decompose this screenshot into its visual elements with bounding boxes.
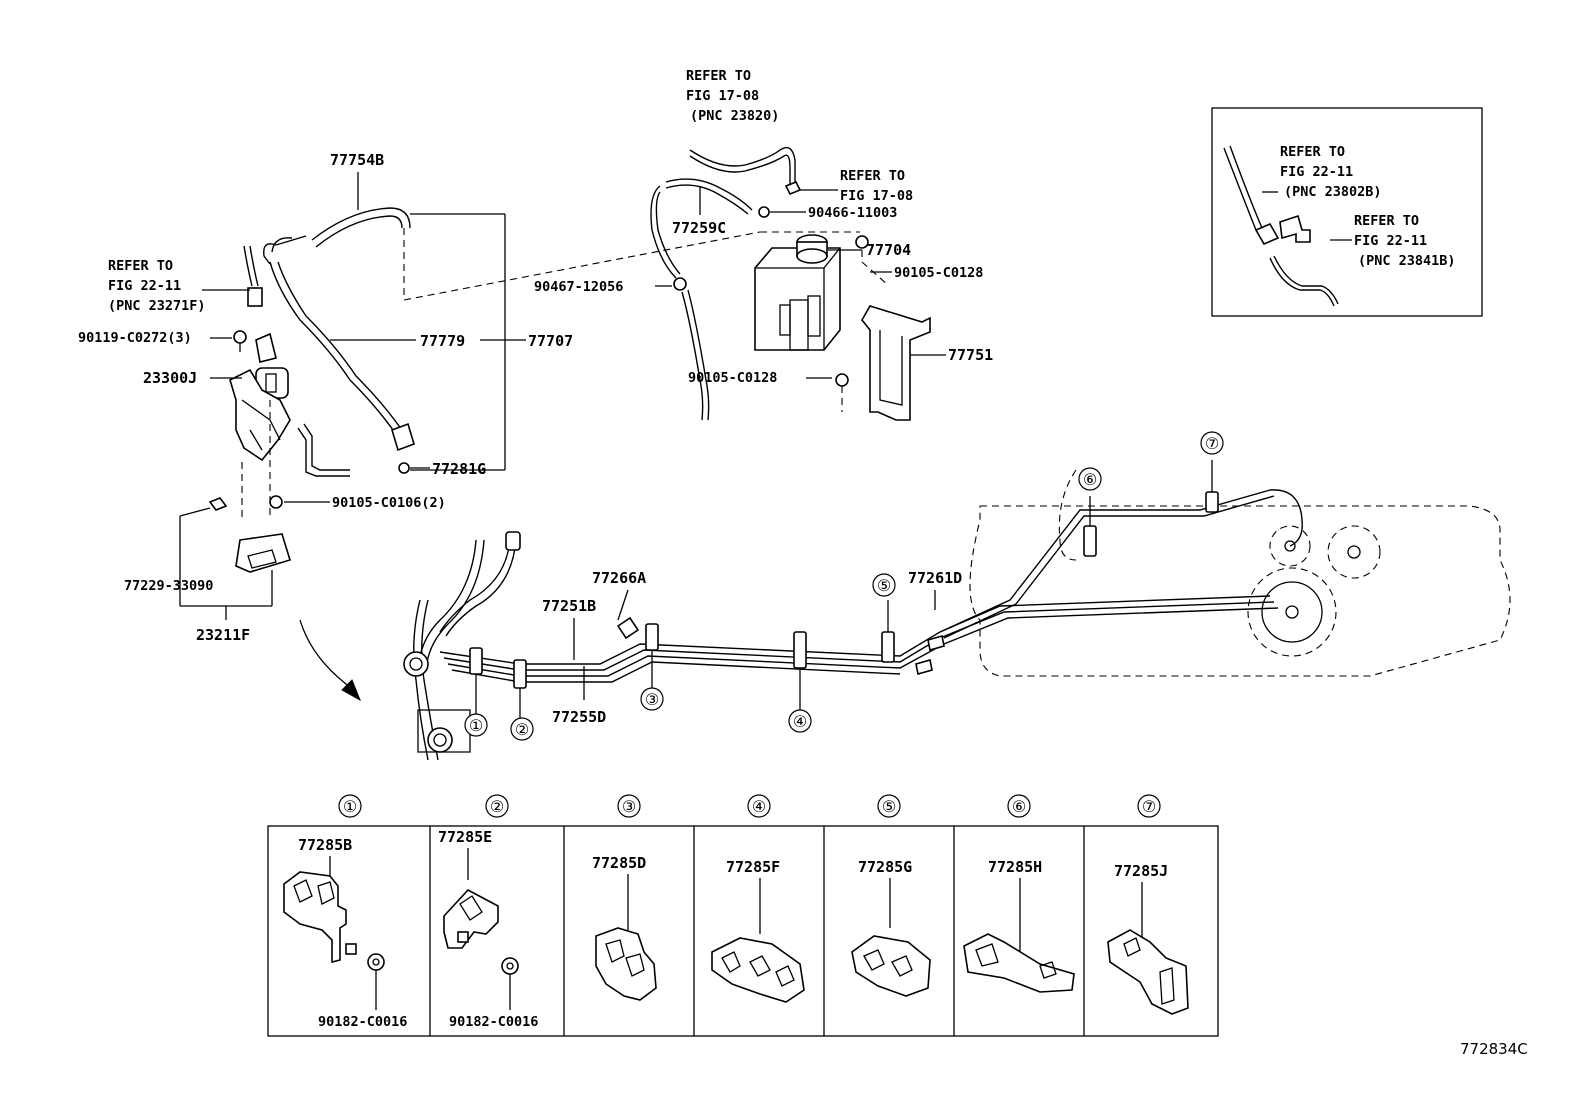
- clamp-header-7: ⑦: [1137, 794, 1161, 818]
- pump-group: 77754B 77779 77707 77281G REFER TO FIG 2…: [78, 151, 573, 702]
- refer-inset-line1: REFER TO: [1280, 144, 1345, 160]
- clamp-nut-2: 90182-C0016: [449, 1014, 538, 1030]
- clamp-part-3: 77285D: [592, 854, 646, 872]
- clamp-header-6: ⑥: [1007, 794, 1031, 818]
- refer3-line2: FIG 22-11: [108, 278, 181, 294]
- svg-text:⑥: ⑥: [1012, 797, 1026, 816]
- refer-inset2-line3: (PNC 23841B): [1358, 253, 1456, 269]
- label-77779: 77779: [420, 332, 465, 350]
- label-90119-C0272: 90119-C0272(3): [78, 330, 192, 346]
- svg-text:⑤: ⑤: [877, 576, 891, 595]
- label-77261D: 77261D: [908, 569, 962, 587]
- callout-1: ①: [464, 713, 488, 737]
- label-77251B: 77251B: [542, 597, 596, 615]
- clamp-table: ① ② ③ ④ ⑤ ⑥ ⑦ 77285B 77285E 77285D 77285…: [267, 794, 1219, 1037]
- label-77259C: 77259C: [672, 219, 726, 237]
- refer2-line2: FIG 17-08: [840, 188, 913, 204]
- callout-6: ⑥: [1078, 467, 1102, 491]
- label-77266A: 77266A: [592, 569, 646, 587]
- clamp-header-2: ②: [485, 794, 509, 818]
- label-77707: 77707: [528, 332, 573, 350]
- diagram-id: 772834C: [1460, 1040, 1528, 1058]
- fuel-line-group: 77266A 77251B 77255D 77261D ① ② ③ ④ ⑤ ⑥ …: [403, 431, 1511, 761]
- label-77704: 77704: [866, 241, 911, 259]
- svg-text:②: ②: [515, 720, 529, 739]
- svg-text:③: ③: [622, 797, 636, 816]
- clamp-part-2: 77285E: [438, 828, 492, 846]
- clamp-part-1: 77285B: [298, 836, 352, 854]
- svg-text:⑤: ⑤: [882, 797, 896, 816]
- arrow-icon: [341, 679, 361, 702]
- clamp-header-3: ③: [617, 794, 641, 818]
- callout-7: ⑦: [1200, 431, 1224, 455]
- callout-2: ②: [510, 717, 534, 741]
- label-90105-C0106: 90105-C0106(2): [332, 495, 446, 511]
- refer1-line2: FIG 17-08: [686, 88, 759, 104]
- label-90467-12056: 90467-12056: [534, 279, 623, 295]
- label-90466-11003: 90466-11003: [808, 205, 897, 221]
- svg-text:①: ①: [469, 716, 483, 735]
- clamp-part-6: 77285H: [988, 858, 1042, 876]
- label-77281G: 77281G: [432, 460, 486, 478]
- refer2-line1: REFER TO: [840, 168, 905, 184]
- clamp-header-4: ④: [747, 794, 771, 818]
- clamp-part-5: 77285G: [858, 858, 912, 876]
- svg-text:④: ④: [793, 712, 807, 731]
- label-23300J: 23300J: [143, 369, 197, 387]
- refer-inset-line3: (PNC 23802B): [1284, 184, 1382, 200]
- refer-inset2-line1: REFER TO: [1354, 213, 1419, 229]
- label-77751: 77751: [948, 346, 993, 364]
- label-77229-33090: 77229-33090: [124, 578, 213, 594]
- clamp-header-1: ①: [338, 794, 362, 818]
- label-77754B: 77754B: [330, 151, 384, 169]
- clamp-part-4: 77285F: [726, 858, 780, 876]
- refer1-line1: REFER TO: [686, 68, 751, 84]
- refer3-line3: (PNC 23271F): [108, 298, 206, 314]
- refer-inset-line2: FIG 22-11: [1280, 164, 1353, 180]
- connector-icon: [1279, 214, 1311, 243]
- svg-text:⑦: ⑦: [1205, 434, 1219, 453]
- canister-group: REFER TO FIG 17-08 (PNC 23820) REFER TO …: [403, 68, 993, 421]
- callout-5: ⑤: [872, 573, 896, 597]
- refer1-line3: (PNC 23820): [690, 108, 779, 124]
- label-77255D: 77255D: [552, 708, 606, 726]
- label-90105-C0128-top: 90105-C0128: [894, 265, 983, 281]
- svg-text:①: ①: [343, 797, 357, 816]
- svg-text:⑦: ⑦: [1142, 797, 1156, 816]
- label-23211F: 23211F: [196, 626, 250, 644]
- refer-inset2-line2: FIG 22-11: [1354, 233, 1427, 249]
- svg-text:②: ②: [490, 797, 504, 816]
- clamp-nut-1: 90182-C0016: [318, 1014, 407, 1030]
- inset-box: REFER TO FIG 22-11 (PNC 23802B) REFER TO…: [1211, 107, 1483, 317]
- svg-text:④: ④: [752, 797, 766, 816]
- refer3-line1: REFER TO: [108, 258, 173, 274]
- clamp-part-7: 77285J: [1114, 862, 1168, 880]
- callout-3: ③: [640, 687, 664, 711]
- svg-text:③: ③: [645, 690, 659, 709]
- svg-text:⑥: ⑥: [1083, 470, 1097, 489]
- callout-4: ④: [788, 709, 812, 733]
- label-90105-C0128-bottom: 90105-C0128: [688, 370, 777, 386]
- clamp-header-5: ⑤: [877, 794, 901, 818]
